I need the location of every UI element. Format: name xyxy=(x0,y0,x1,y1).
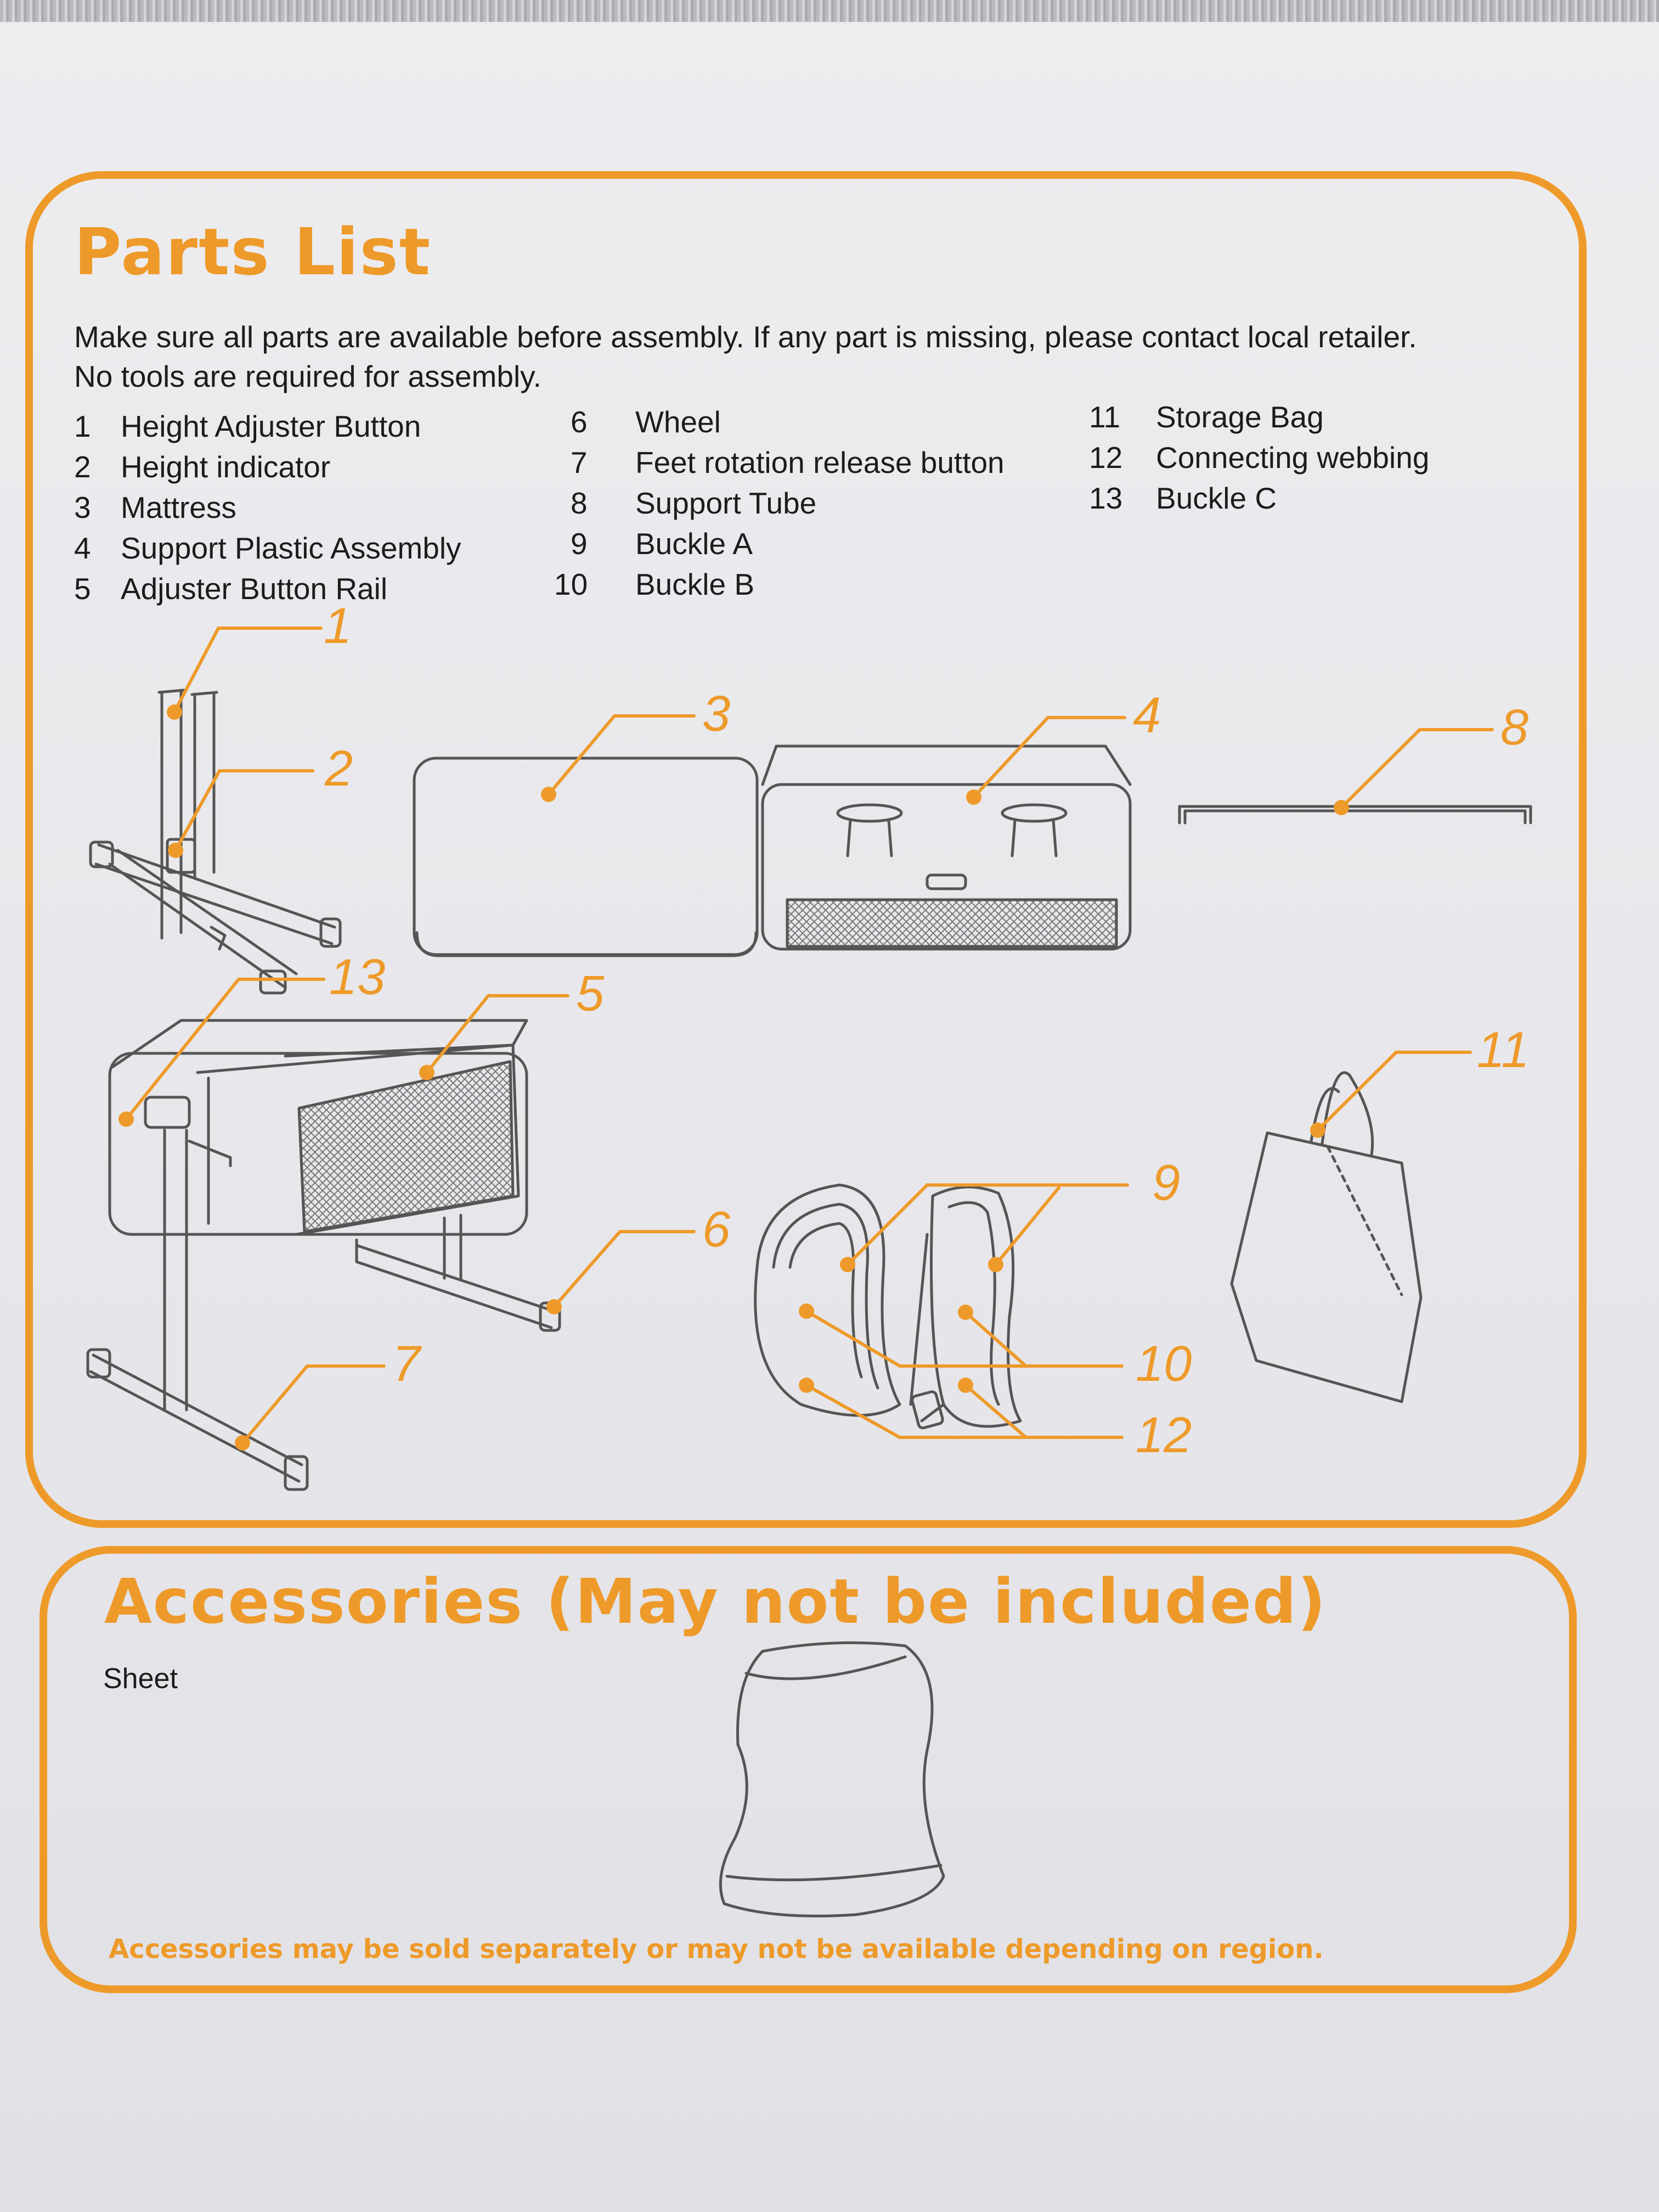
callout-3: 3 xyxy=(702,686,730,742)
callout-6: 6 xyxy=(702,1201,731,1257)
part-label: Buckle C xyxy=(1156,481,1277,515)
parts-intro: Make sure all parts are available before… xyxy=(74,317,1555,396)
callout-13: 13 xyxy=(329,949,385,1005)
part-item: 9 Buckle A xyxy=(571,526,1005,567)
part-label: Adjuster Button Rail xyxy=(121,572,388,606)
part-item: 1 Height Adjuster Button xyxy=(74,409,461,449)
accessories-panel xyxy=(40,1546,1577,1993)
sheet-label: Sheet xyxy=(103,1663,178,1695)
part-number: 6 xyxy=(571,405,588,439)
callout-7: 7 xyxy=(392,1336,422,1392)
parts-list-title: Parts List xyxy=(74,214,432,290)
part-label: Buckle B xyxy=(635,567,755,601)
part-item: 8 Support Tube xyxy=(571,486,1005,526)
parts-column-1: 1 Height Adjuster Button 2 Height indicato… xyxy=(74,409,461,612)
callout-1: 1 xyxy=(324,598,352,654)
callout-8: 8 xyxy=(1500,699,1528,755)
callout-5: 5 xyxy=(576,966,605,1022)
part-item: 2 Height indicator xyxy=(74,449,461,490)
intro-line-1: Make sure all parts are available before… xyxy=(74,320,1417,354)
part-item: 3 Mattress xyxy=(74,490,461,531)
part-number: 1 xyxy=(74,409,91,443)
callout-12: 12 xyxy=(1136,1407,1192,1463)
part-number: 4 xyxy=(74,531,91,565)
part-label: Connecting webbing xyxy=(1156,441,1430,475)
part-item: 5 Adjuster Button Rail xyxy=(74,571,461,612)
part-number: 12 xyxy=(1089,441,1123,475)
part-label: Height Adjuster Button xyxy=(121,409,421,443)
support-tube-illustration xyxy=(1178,805,1532,825)
straps-illustration xyxy=(754,1183,1022,1430)
intro-line-2: No tools are required for assembly. xyxy=(74,359,541,393)
part-number: 10 xyxy=(554,567,588,601)
part-label: Support Plastic Assembly xyxy=(121,531,461,565)
part-number: 2 xyxy=(74,450,91,484)
part-number: 5 xyxy=(74,572,91,606)
part-label: Support Tube xyxy=(635,486,817,520)
parts-list-panel xyxy=(25,171,1587,1528)
leg-frame-illustration xyxy=(89,689,342,995)
part-item: 13 Buckle C xyxy=(1089,481,1429,521)
accessories-title: Accessories (May not be included) xyxy=(104,1566,1327,1638)
part-label: Storage Bag xyxy=(1156,400,1324,434)
mattress-illustration xyxy=(413,757,759,957)
part-item: 4 Support Plastic Assembly xyxy=(74,531,461,571)
callout-10: 10 xyxy=(1136,1336,1192,1392)
callout-2: 2 xyxy=(324,741,353,797)
storage-bag-illustration xyxy=(1230,1071,1423,1403)
crib-illustration xyxy=(86,1019,561,1491)
part-number: 9 xyxy=(571,527,588,561)
part-label: Height indicator xyxy=(121,450,331,484)
accessories-note: Accessories may be sold separately or ma… xyxy=(109,1934,1324,1965)
part-item: 7 Feet rotation release button xyxy=(571,445,1005,486)
part-item: 12 Connecting webbing xyxy=(1089,440,1429,481)
callout-11: 11 xyxy=(1477,1022,1530,1078)
part-item: 10 Buckle B xyxy=(554,567,1005,607)
part-number: 8 xyxy=(571,486,588,520)
parts-column-3: 11 Storage Bag 12 Connecting webbing 13 Buc… xyxy=(1089,399,1429,521)
part-number: 3 xyxy=(74,490,91,524)
manual-page xyxy=(0,22,1659,2212)
part-label: Buckle A xyxy=(635,527,753,561)
parts-column-2: 6 Wheel 7 Feet rotation release button 8 Su… xyxy=(554,404,1005,607)
part-label: Wheel xyxy=(635,405,721,439)
sheet-illustration xyxy=(719,1641,945,1917)
callout-9: 9 xyxy=(1152,1155,1180,1211)
part-number: 11 xyxy=(1089,400,1121,434)
part-label: Feet rotation release button xyxy=(635,445,1005,479)
part-number: 7 xyxy=(571,445,588,479)
part-item: 6 Wheel xyxy=(571,404,1005,445)
support-plastic-illustration xyxy=(761,744,1132,951)
callout-4: 4 xyxy=(1133,687,1161,743)
part-item: 11 Storage Bag xyxy=(1089,399,1429,440)
part-number: 13 xyxy=(1089,481,1123,515)
part-label: Mattress xyxy=(121,490,236,524)
